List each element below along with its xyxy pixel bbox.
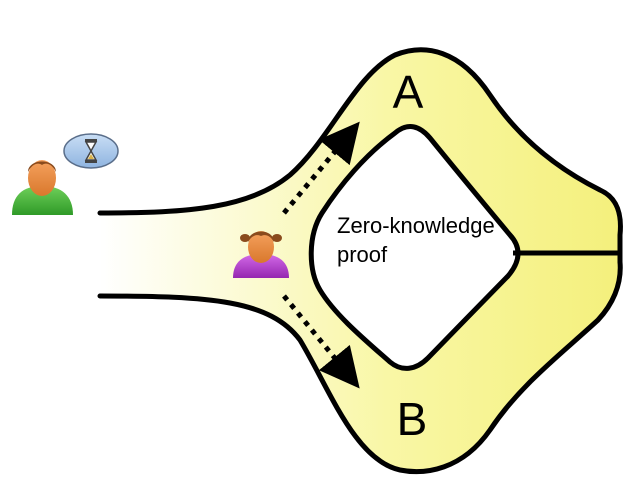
center-title-line2: proof [337,242,388,267]
hourglass-icon [84,139,98,163]
verifier-person-icon [12,160,73,215]
cave-outer-wall-bottom [97,259,623,475]
cave-inner-wall [308,124,521,371]
path-label-b: B [397,393,428,445]
path-label-a: A [393,66,424,118]
thought-bubble [63,133,119,169]
center-title-line1: Zero-knowledge [337,213,495,238]
cave-outer-wall-top [97,47,623,265]
prover-person-icon [233,231,289,278]
